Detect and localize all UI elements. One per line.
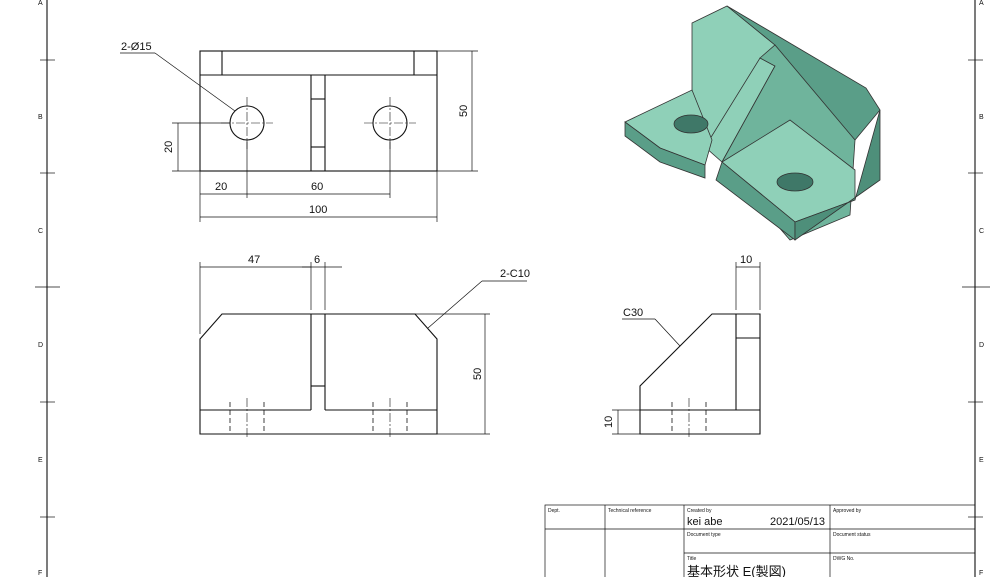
top-view-dimensions: 2-Ø15 20 20 60 100 50 <box>120 41 478 222</box>
created-label: Created by <box>687 508 712 514</box>
dim-total-width: 100 <box>309 204 327 216</box>
front-view-dimensions: 47 6 2-C10 50 <box>199 254 530 435</box>
zone-labels-left: A B C D E F <box>38 0 43 577</box>
dim-depth: 50 <box>458 105 470 117</box>
created-value: kei abe <box>687 516 722 528</box>
dim-left-width: 47 <box>248 254 260 266</box>
dim-holes: 2-Ø15 <box>121 41 152 53</box>
dim-side-base: 10 <box>603 416 615 428</box>
zone-label: C <box>979 228 984 235</box>
title-value: 基本形状 E(製図) <box>687 564 786 577</box>
side-view <box>639 313 761 438</box>
dept-label: Dept. <box>548 508 560 514</box>
isometric-model <box>624 5 881 241</box>
dim-rib: 6 <box>314 254 320 266</box>
front-view <box>199 313 438 438</box>
dim-front-chamfer: 2-C10 <box>500 268 530 280</box>
doc-status-label: Document status <box>833 532 871 538</box>
zone-label: B <box>979 114 984 121</box>
dim-spacing: 60 <box>311 181 323 193</box>
approved-label: Approved by <box>833 508 862 514</box>
tech-ref-label: Technical reference <box>608 508 652 514</box>
dim-left-offset: 20 <box>215 181 227 193</box>
doc-type-label: Document type <box>687 532 721 538</box>
zone-label: E <box>38 457 43 464</box>
zone-label: A <box>979 0 984 7</box>
zone-label: E <box>979 457 984 464</box>
dim-hole-y: 20 <box>163 141 175 153</box>
zone-label: D <box>979 342 984 349</box>
dim-side-chamfer: C30 <box>623 307 643 319</box>
title-block: Dept. Technical reference Created by kei… <box>544 504 976 577</box>
zone-label: F <box>979 570 983 577</box>
top-view <box>199 50 438 172</box>
side-view-dimensions: 10 C30 10 <box>603 254 761 435</box>
dim-front-height: 50 <box>472 368 484 380</box>
sheet-frame <box>35 0 990 577</box>
zone-label: B <box>38 114 43 121</box>
title-label: Title <box>687 556 696 562</box>
iso-hole-right <box>776 172 814 192</box>
dim-wall: 10 <box>740 254 752 266</box>
zone-label: D <box>38 342 43 349</box>
iso-hole-left <box>673 114 709 134</box>
dwg-label: DWG No. <box>833 556 854 562</box>
zone-label: C <box>38 228 43 235</box>
zone-label: F <box>38 570 42 577</box>
date-value: 2021/05/13 <box>770 516 825 528</box>
zone-labels-right: A B C D E F <box>979 0 984 577</box>
zone-label: A <box>38 0 43 7</box>
